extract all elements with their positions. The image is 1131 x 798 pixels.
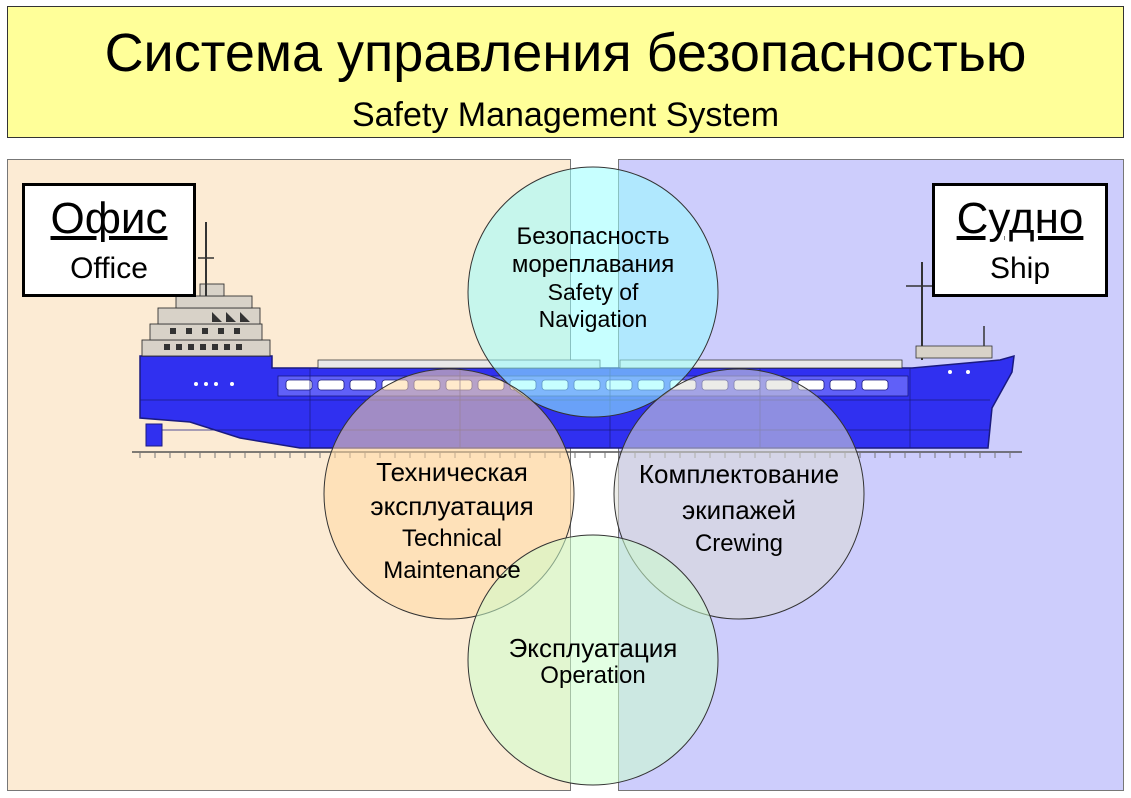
technical-maintenance-label: Техническая эксплуатация Technical Maint…	[370, 455, 533, 587]
office-title-english: Office	[70, 252, 148, 285]
crewing-ru-line-1: Комплектование	[638, 459, 840, 489]
operation-en-line-1: Operation	[540, 662, 646, 689]
office-title-russian: Офис	[50, 194, 168, 243]
ship-title-russian: Судно	[956, 194, 1084, 243]
technical-maintenance-ru-line-1: Техническая	[376, 457, 528, 487]
ship-label-box: Судно Ship	[932, 183, 1108, 297]
title-english: Safety Management System	[351, 96, 780, 134]
safety-navigation-label: Безопасность мореплавания Safety of Navi…	[512, 223, 674, 333]
title-russian: Система управления безопасностью	[104, 23, 1027, 83]
technical-maintenance-en-line-1: Technical	[401, 525, 503, 552]
ship-title-english: Ship	[989, 252, 1051, 285]
title-banner: Система управления безопасностью Safety …	[7, 6, 1124, 138]
operation-label: Эксплуатация Operation	[509, 634, 678, 690]
office-label-box: Офис Office	[22, 183, 196, 297]
safety-navigation-en-line-1: Safety of	[547, 279, 639, 305]
crewing-en-line-1: Crewing	[694, 530, 784, 557]
safety-navigation-ru-line-1: Безопасность	[516, 223, 670, 250]
technical-maintenance-ru-line-2: эксплуатация	[370, 491, 534, 521]
crewing-ru-line-2: экипажей	[681, 495, 797, 525]
operation-ru-line-1: Эксплуатация	[508, 633, 678, 663]
circle-crewing	[613, 368, 865, 620]
crewing-label: Комплектование экипажей Crewing	[639, 456, 839, 560]
circle-operation	[467, 534, 719, 786]
safety-navigation-en-line-2: Navigation	[538, 306, 648, 332]
circle-technical-maintenance	[323, 368, 575, 620]
safety-navigation-ru-line-2: мореплавания	[511, 251, 675, 278]
technical-maintenance-en-line-2: Maintenance	[383, 557, 521, 584]
circle-safety-navigation	[467, 166, 719, 418]
